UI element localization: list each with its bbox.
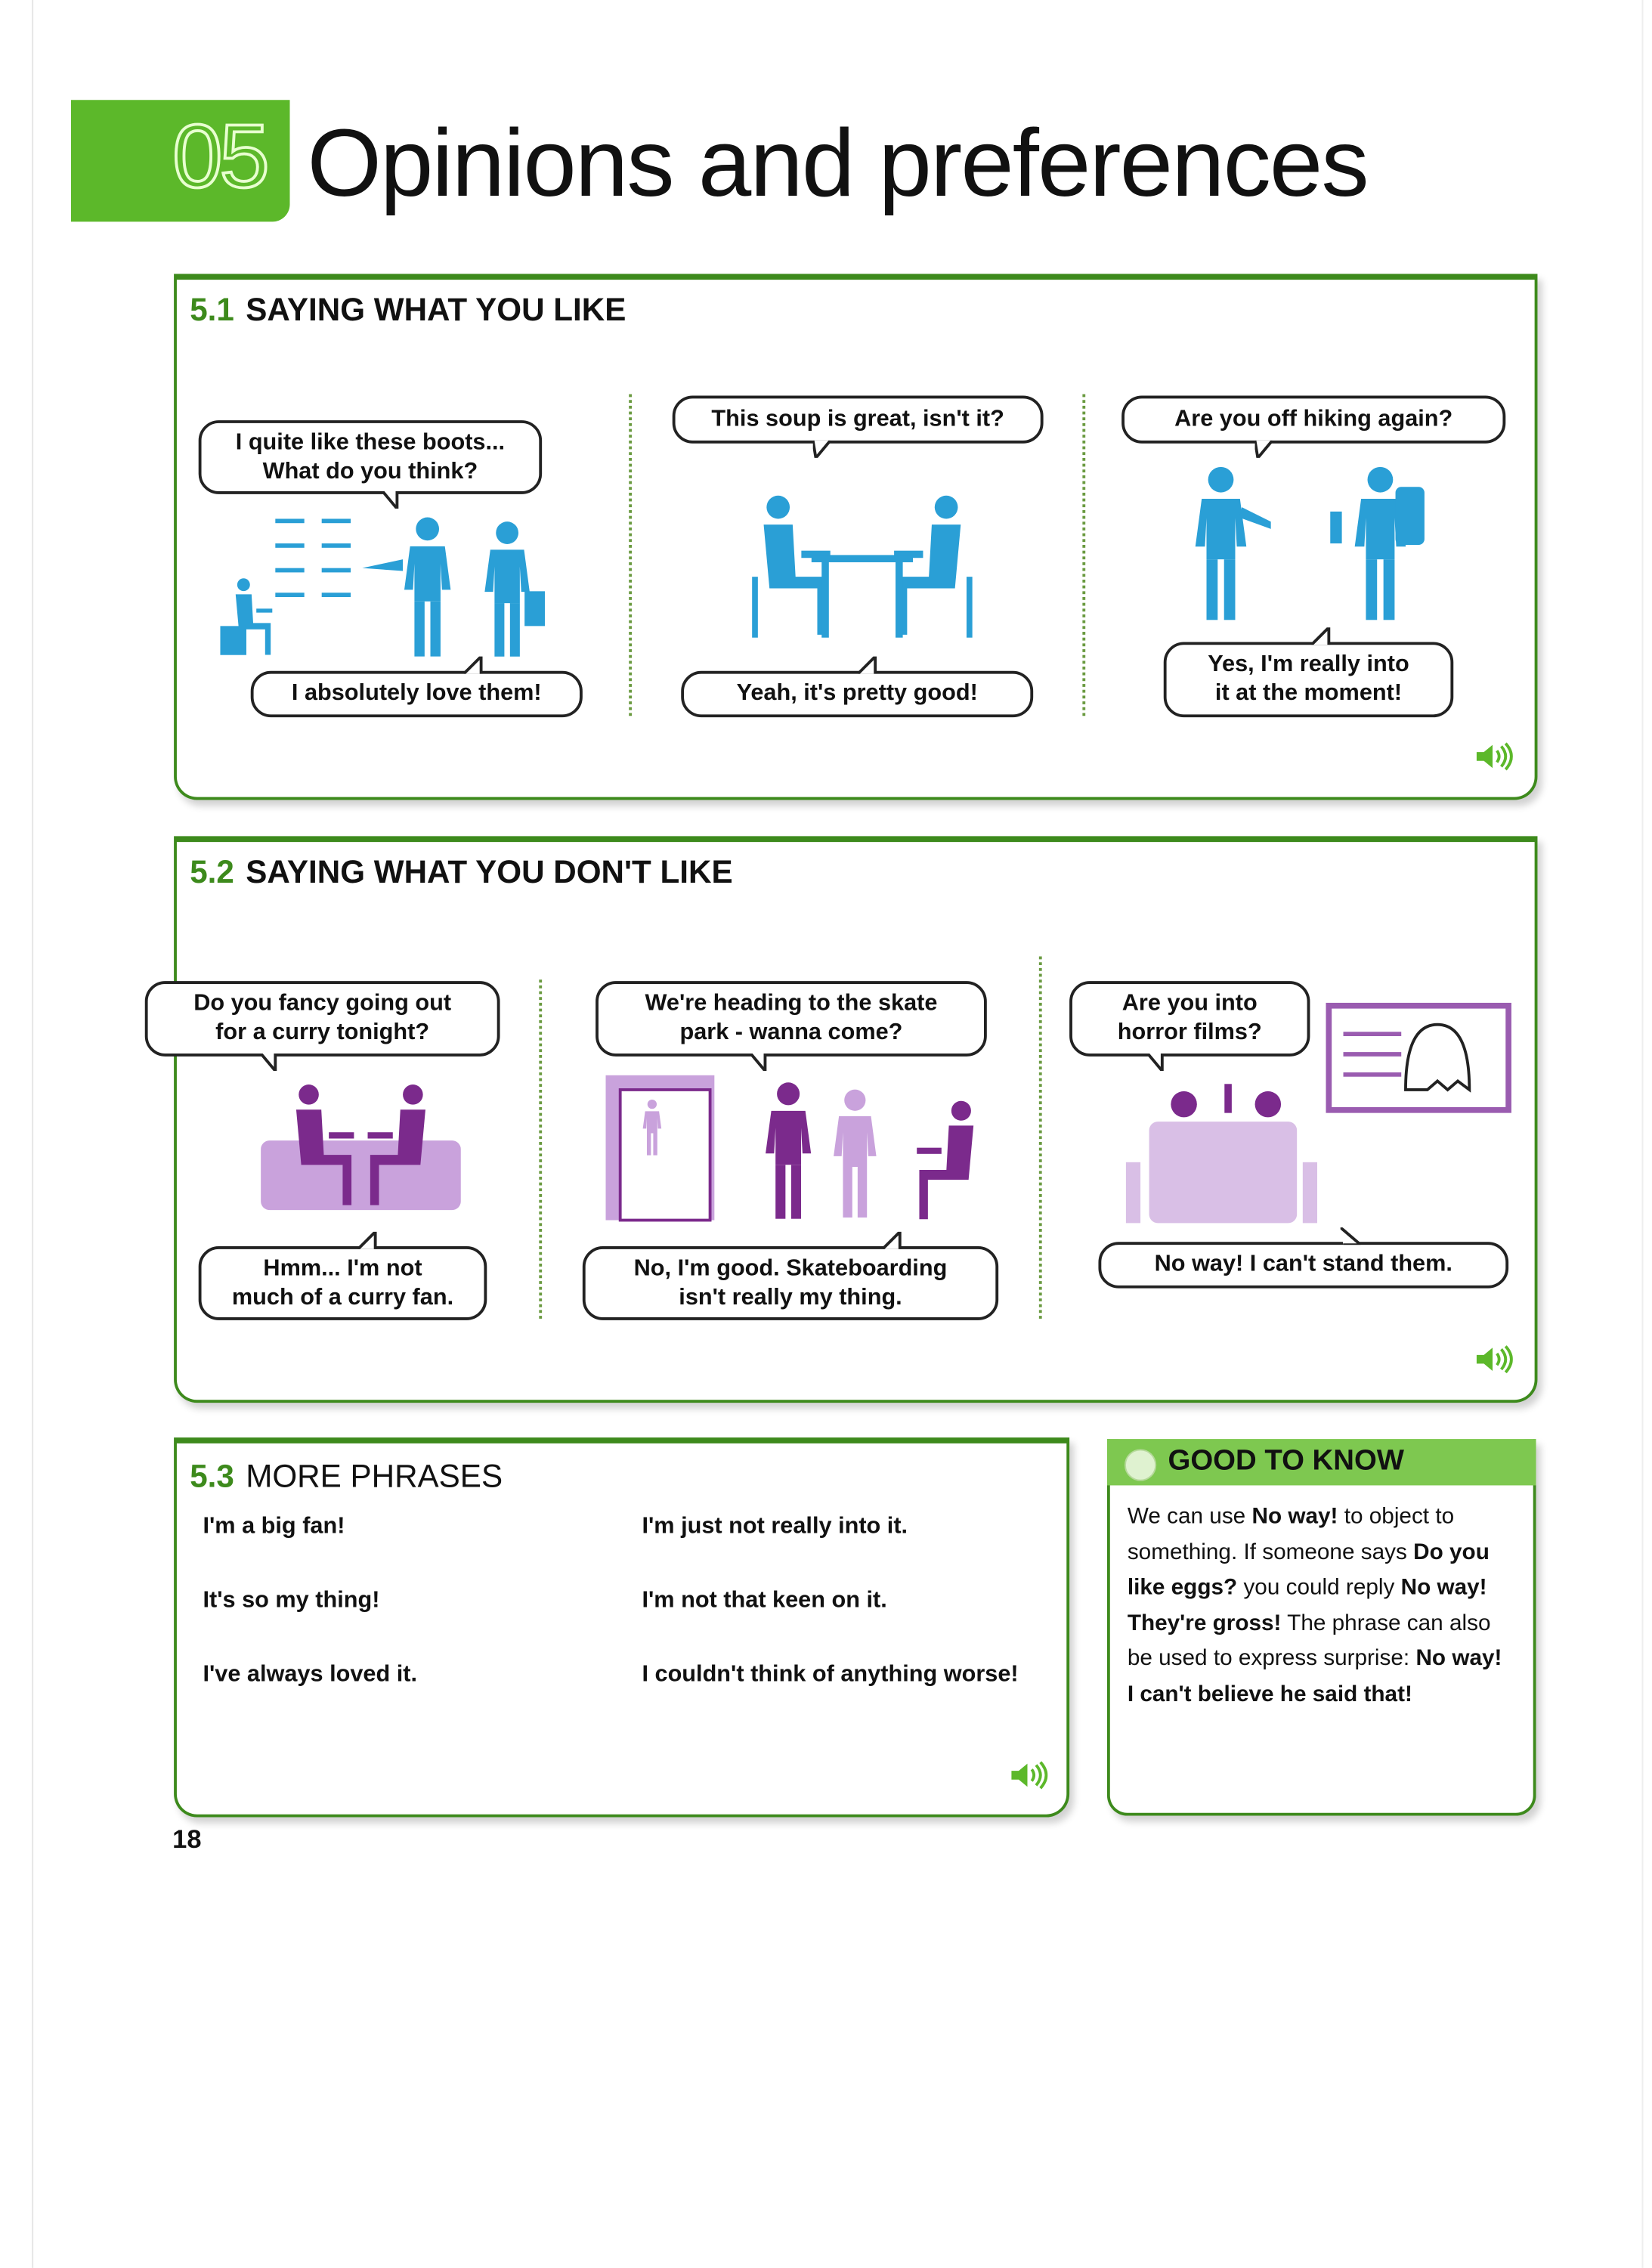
divider <box>629 394 633 716</box>
section-title: SAYING WHAT YOU DON'T LIKE <box>246 853 733 890</box>
ghost-icon <box>1404 1023 1471 1093</box>
bold-text: No way! <box>1415 1646 1502 1671</box>
text-line: like eggs? you could reply No way! <box>1128 1571 1502 1607</box>
section-number: 5.3 <box>190 1458 234 1494</box>
section-heading: 5.3 MORE PHRASES <box>190 1458 503 1496</box>
good-to-know-title: GOOD TO KNOW <box>1168 1444 1404 1477</box>
bubble-line: I absolutely love them! <box>291 681 542 706</box>
bubble-line: This soup is great, isn't it? <box>711 406 1004 432</box>
bubble-line: We're heading to the skate <box>645 991 938 1016</box>
section-number: 5.1 <box>190 291 234 328</box>
bubble-line: Yeah, it's pretty good! <box>736 681 978 706</box>
text-line: We can use No way! to object to <box>1128 1500 1502 1536</box>
divider <box>1038 956 1042 1319</box>
speech-bubble: No, I'm good. Skateboarding isn't really … <box>582 1231 999 1320</box>
text: you could reply <box>1237 1575 1401 1600</box>
divider <box>1082 394 1086 716</box>
bubble-line: Are you into <box>1121 991 1258 1016</box>
section-title: SAYING WHAT YOU LIKE <box>246 291 626 328</box>
shoe-shop-illustration <box>220 517 545 657</box>
phrase: I'm just not really into it. <box>642 1514 908 1539</box>
bold-text: Do you <box>1413 1539 1490 1564</box>
bold-text: I can't believe he said that! <box>1127 1682 1412 1706</box>
shoe-shelf-icon <box>275 518 351 598</box>
phrase: I've always loved it. <box>203 1662 418 1687</box>
section-number: 5.2 <box>190 853 234 890</box>
speech-bubble: We're heading to the skate park - wanna c… <box>596 981 987 1072</box>
bubble-line: I quite like these boots... <box>235 429 506 455</box>
speech-bubble: Do you fancy going out for a curry tonigh… <box>144 981 500 1072</box>
text-line: I can't believe he said that! <box>1128 1678 1502 1713</box>
bubble-line: for a curry tonight? <box>215 1020 430 1045</box>
bold-text: like eggs? <box>1127 1575 1238 1600</box>
bubble-line: Do you fancy going out <box>193 991 452 1016</box>
bubble-line: it at the moment! <box>1214 681 1403 706</box>
speech-bubble: I absolutely love them! <box>250 656 583 718</box>
chapter-number-tab: 05 <box>70 100 290 222</box>
bubble-line: horror films? <box>1117 1020 1262 1045</box>
bubble-line: isn't really my thing. <box>679 1284 902 1310</box>
speech-bubble: No way! I can't stand them. <box>1098 1227 1509 1289</box>
audio-speaker-icon[interactable] <box>1475 742 1513 771</box>
phrase: It's so my thing! <box>203 1588 380 1614</box>
text: something. If someone says <box>1127 1539 1414 1564</box>
cafe-illustration <box>752 495 973 638</box>
bubble-line: Hmm... I'm not <box>263 1255 422 1281</box>
phrase: I'm not that keen on it. <box>642 1588 887 1614</box>
text-line: be used to express surprise: No way! <box>1128 1642 1502 1678</box>
speech-bubble: I quite like these boots... What do you t… <box>198 420 543 509</box>
bold-text: No way! <box>1400 1575 1487 1600</box>
bubble-line: much of a curry fan. <box>231 1284 454 1310</box>
speech-bubble: This soup is great, isn't it? <box>672 395 1044 458</box>
text: be used to express surprise: <box>1127 1646 1416 1671</box>
bubble-line: What do you think? <box>262 458 478 484</box>
phrase: I couldn't think of anything worse! <box>642 1662 1019 1687</box>
section-heading: 5.2 SAYING WHAT YOU DON'T LIKE <box>190 853 732 891</box>
page-edge <box>32 0 1644 2268</box>
bubble-line: Are you off hiking again? <box>1174 406 1453 432</box>
audio-speaker-icon[interactable] <box>1010 1761 1047 1790</box>
bubble-line: park - wanna come? <box>679 1020 903 1045</box>
chapter-title: Opinions and preferences <box>307 108 1369 216</box>
text: to object to <box>1338 1504 1455 1529</box>
hiking-illustration <box>1195 466 1425 620</box>
text: The phrase can also <box>1281 1610 1491 1635</box>
bubble-line: Yes, I'm really into <box>1208 651 1409 677</box>
speech-bubble: Hmm... I'm not much of a curry fan. <box>198 1231 487 1320</box>
good-to-know-header: GOOD TO KNOW <box>1106 1439 1536 1486</box>
speech-bubble: Yes, I'm really into it at the moment! <box>1163 627 1454 718</box>
section-heading: 5.1 SAYING WHAT YOU LIKE <box>190 291 626 329</box>
good-to-know-text: We can use No way! to object to somethin… <box>1128 1500 1502 1713</box>
chapter-number: 05 <box>171 106 271 209</box>
bubble-line: No way! I can't stand them. <box>1154 1252 1452 1277</box>
cinema-illustration <box>1125 1002 1511 1224</box>
divider <box>539 979 543 1319</box>
speech-bubble: Are you into horror films? <box>1069 981 1310 1072</box>
text-line: something. If someone says Do you <box>1128 1536 1502 1571</box>
section-title: MORE PHRASES <box>246 1458 503 1494</box>
section-5-3: 5.3 MORE PHRASES <box>174 1437 1070 1818</box>
bubble-line: No, I'm good. Skateboarding <box>633 1255 948 1281</box>
audio-speaker-icon[interactable] <box>1475 1344 1513 1373</box>
globe-icon <box>1124 1449 1157 1481</box>
text: We can use <box>1127 1504 1252 1529</box>
speech-bubble: Yeah, it's pretty good! <box>681 656 1034 718</box>
sofa-illustration <box>261 1084 461 1211</box>
speech-bubble: Are you off hiking again? <box>1121 395 1506 458</box>
good-to-know-box: GOOD TO KNOW We can use No way! to objec… <box>1106 1439 1536 1816</box>
skate-park-illustration <box>605 1075 974 1222</box>
text-line: They're gross! The phrase can also <box>1128 1607 1502 1642</box>
phrase: I'm a big fan! <box>203 1514 345 1539</box>
page-number: 18 <box>172 1824 202 1854</box>
bold-text: No way! <box>1251 1504 1338 1529</box>
bold-text: They're gross! <box>1127 1610 1282 1635</box>
